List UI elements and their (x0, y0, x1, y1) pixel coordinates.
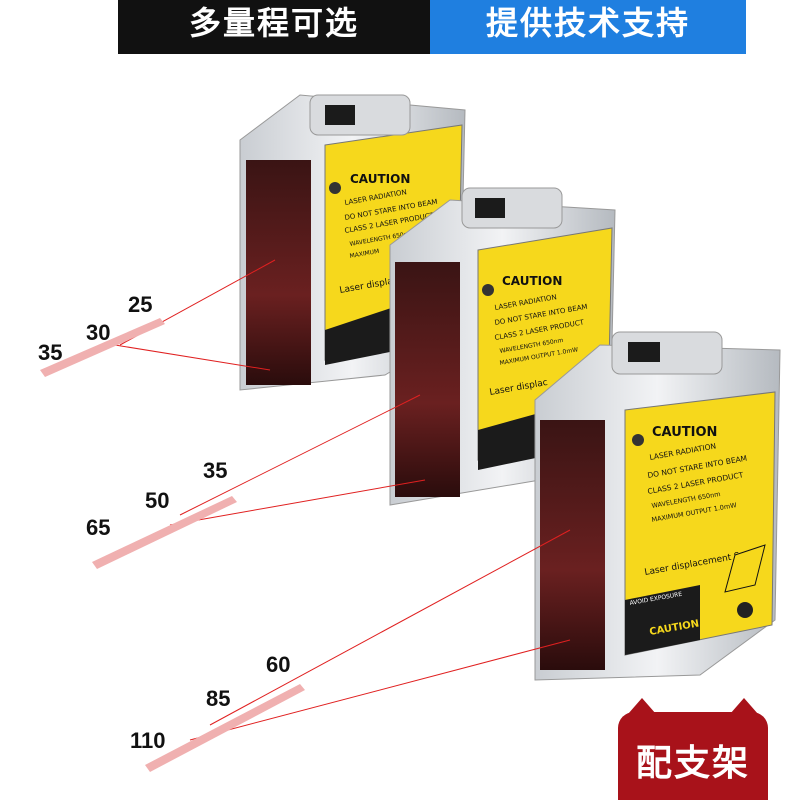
sensor-3-caution: CAUTION (652, 425, 717, 440)
badge-text: 配支架 (635, 743, 750, 784)
range-1-mid: 30 (86, 320, 111, 345)
range-bar-3 (145, 684, 305, 772)
range-3-near: 60 (266, 652, 291, 677)
sensor-2: CAUTION LASER RADIATION DO NOT STARE INT… (389, 187, 616, 506)
range-1-far: 35 (38, 340, 63, 365)
beam-1-bottom (114, 344, 271, 371)
banner-right-text: 提供技术支持 (485, 4, 690, 42)
range-1-near: 25 (128, 292, 153, 317)
sensor-2-lens (395, 262, 460, 497)
banner-multi-range: 多量程可选 (118, 0, 430, 54)
badge-left-ear (628, 698, 656, 714)
sensor-2-screw-icon (482, 284, 494, 296)
range-3-far: 110 (130, 728, 166, 753)
range-3-mid: 85 (206, 686, 231, 711)
sensor-3-lens (540, 420, 605, 670)
laser-beams (40, 259, 571, 772)
sensor-1-screw-icon (329, 182, 341, 194)
beam-2-bottom (169, 479, 426, 526)
beam-3-top (209, 529, 571, 726)
sensor-1-caution: CAUTION (350, 172, 410, 186)
badge-right-ear (730, 698, 758, 714)
range-2-far: 65 (86, 515, 111, 540)
range-bar-1 (40, 318, 165, 377)
sensor-2-display (475, 198, 505, 218)
range-2-near: 35 (203, 458, 228, 483)
sensor-3-display (628, 342, 660, 362)
beam-3-bottom (189, 639, 571, 741)
sensor-1-lens (246, 160, 311, 385)
sensor-2-caution: CAUTION (502, 274, 562, 288)
sensor-1-display (325, 105, 355, 125)
range-bar-2 (92, 496, 237, 569)
sensor-3: CAUTION LASER RADIATION DO NOT STARE INT… (534, 331, 781, 681)
bracket-badge: 配支架 (618, 698, 768, 800)
banner-left-text: 多量程可选 (188, 4, 359, 42)
beam-2-top (179, 394, 421, 516)
sensor-3-screw-icon (632, 434, 644, 446)
banner-tech-support: 提供技术支持 (430, 0, 746, 54)
laser-warning-icon (724, 544, 766, 593)
sensor-3-cable-icon (737, 602, 753, 618)
range-2-mid: 50 (145, 488, 170, 513)
